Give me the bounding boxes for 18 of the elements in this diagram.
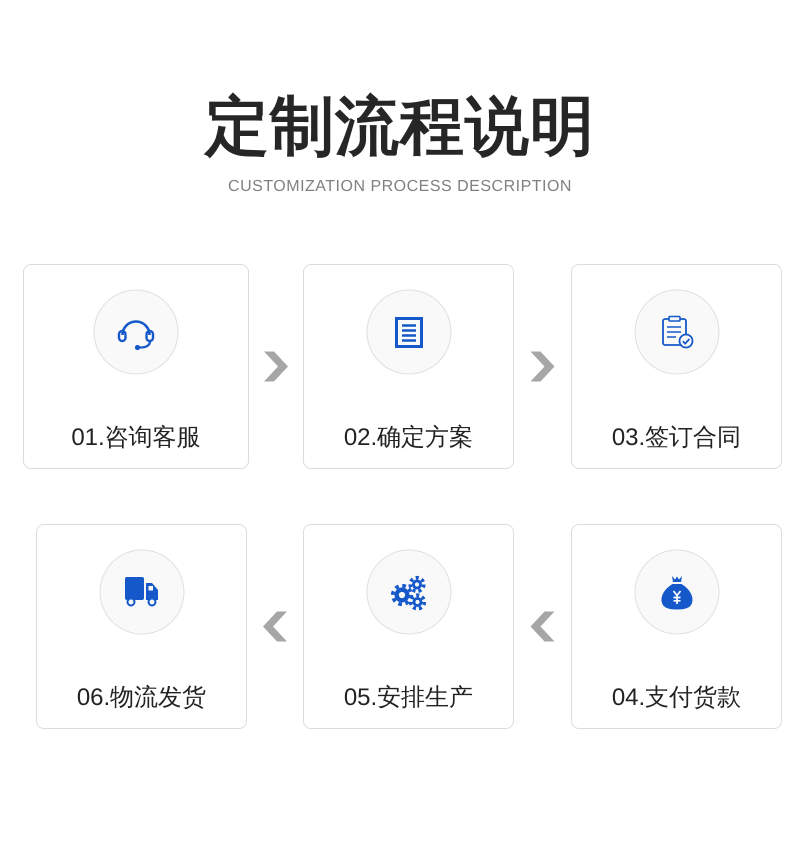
- step-label: 01.咨询客服: [71, 423, 201, 453]
- step-label: 04.支付货款: [612, 683, 742, 713]
- step-label: 05.安排生产: [344, 683, 474, 713]
- step-card: [571, 264, 782, 469]
- chevron-arrow: [530, 612, 554, 642]
- step-card: [303, 524, 514, 729]
- step-label: 03.签订合同: [612, 423, 742, 453]
- step-label: 02.确定方案: [344, 423, 474, 453]
- chevron-arrow: [264, 352, 288, 382]
- step-card: [23, 264, 249, 469]
- chevron-arrow: [530, 352, 554, 382]
- subtitle: CUSTOMIZATION PROCESS DESCRIPTION: [228, 178, 572, 196]
- step-card: [571, 524, 782, 729]
- step-card: [303, 264, 514, 469]
- step-label: 06.物流发货: [76, 683, 206, 713]
- step-card: [36, 524, 247, 729]
- chevron-arrow: [263, 612, 287, 642]
- title: 定制流程说明: [205, 90, 595, 162]
